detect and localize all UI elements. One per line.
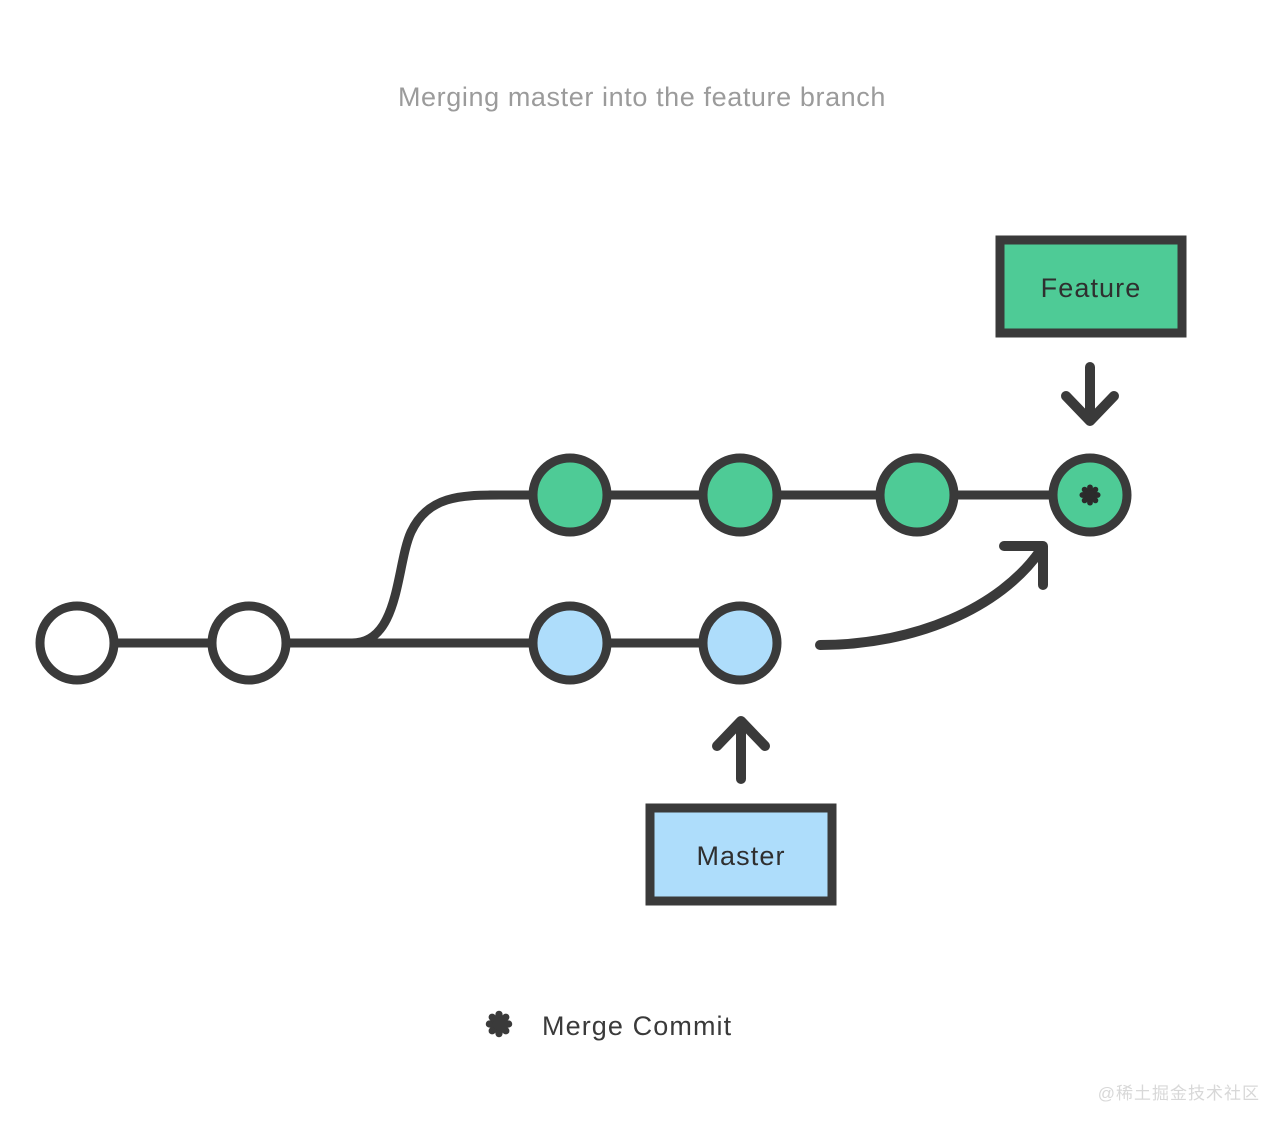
- commit-node-f1[interactable]: [528, 453, 612, 537]
- merge-commit-asterisk-icon: [1079, 484, 1101, 506]
- page-title: Merging master into the feature branch: [397, 82, 887, 112]
- legend: Merge Commit: [485, 1010, 732, 1041]
- feature-fork-curve: [347, 490, 505, 648]
- commit-node-f2[interactable]: [698, 453, 782, 537]
- commit-node-c1[interactable]: [35, 601, 119, 685]
- commit-node-m2[interactable]: [698, 601, 782, 685]
- master-branch-box[interactable]: Master: [645, 803, 837, 906]
- merge-commit-node[interactable]: [1048, 453, 1132, 537]
- feature-commits: [528, 453, 1132, 537]
- feature-branch-box[interactable]: Feature: [995, 235, 1187, 338]
- feature-label-arrow: [1061, 362, 1119, 426]
- master-label-arrow: [712, 716, 770, 784]
- commit-node-f3[interactable]: [875, 453, 959, 537]
- legend-merge-commit-label: Merge Commit: [542, 1011, 732, 1041]
- commit-node-c2[interactable]: [207, 601, 291, 685]
- master-box-label: Master: [696, 841, 785, 871]
- commit-node-m1[interactable]: [528, 601, 612, 685]
- merge-arrow: [815, 541, 1048, 650]
- legend-merge-commit-icon: [485, 1010, 513, 1038]
- watermark: @稀土掘金技术社区: [1097, 1084, 1260, 1103]
- feature-box-label: Feature: [1041, 273, 1142, 303]
- master-commits: [35, 601, 782, 685]
